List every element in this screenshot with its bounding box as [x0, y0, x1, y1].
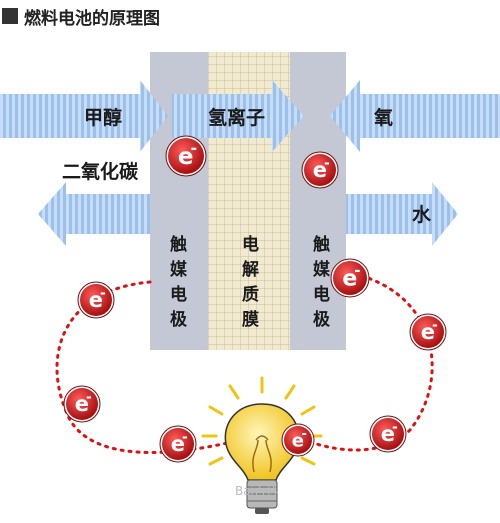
methanol-label: 甲醇	[84, 106, 122, 129]
electron-sign: -	[392, 420, 398, 436]
water-label: 水	[412, 204, 432, 226]
electron-sign: -	[182, 430, 188, 446]
electron-label: e	[381, 422, 395, 446]
hydrogen-ion-label: 氢离子	[208, 106, 265, 129]
co2-label: 二氧化碳	[62, 160, 139, 183]
page-title: 燃料电池的原理图	[24, 8, 160, 29]
electron-icon: e-	[281, 423, 315, 457]
light-bulb-icon	[201, 376, 323, 514]
electrolyte-char: 电	[242, 234, 259, 255]
electron-label: e	[75, 392, 89, 416]
right-catalyst-label: 触 媒 电 极	[312, 234, 331, 330]
electron-icon: e-	[301, 151, 339, 189]
electrolyte-char: 膜	[242, 309, 259, 330]
electron-icon: e-	[63, 385, 101, 423]
co2-arrow-icon	[38, 182, 150, 246]
circuit-right	[303, 270, 434, 452]
electron-sign: -	[302, 427, 307, 442]
oxygen-arrow-icon	[330, 80, 500, 152]
electron-icon: e-	[77, 281, 115, 319]
electron-sign: -	[432, 318, 438, 334]
electron-label: e	[292, 430, 304, 451]
title-square-icon	[2, 8, 18, 24]
left-catalyst-char: 媒	[170, 259, 188, 280]
title-bar: 燃料电池的原理图	[2, 2, 160, 30]
electrolyte-char: 解	[242, 259, 259, 280]
electron-icon: e-	[330, 258, 370, 298]
left-catalyst-char: 极	[170, 310, 187, 330]
left-catalyst-label: 触 媒 电 极	[169, 234, 188, 330]
electron-icon: e-	[369, 415, 407, 453]
electrons-group: e-e-e-e-e-e-e-e-e-	[63, 135, 447, 463]
left-catalyst-char: 电	[170, 284, 187, 305]
methanol-arrow-icon	[0, 80, 168, 152]
electron-icon: e-	[159, 425, 197, 463]
hydrogen-ion-arrow-icon	[172, 80, 304, 152]
electron-sign: -	[100, 286, 106, 302]
water-arrow-icon	[346, 182, 458, 246]
electron-sign: -	[324, 156, 330, 172]
electron-label: e	[421, 320, 435, 344]
right-catalyst-char: 媒	[313, 259, 331, 280]
right-catalyst-char: 电	[313, 284, 330, 305]
electron-sign: -	[354, 261, 360, 279]
electron-label: e	[171, 432, 185, 456]
electrolyte-char: 质	[242, 285, 259, 305]
electron-label: e	[178, 144, 194, 170]
electron-label: e	[342, 267, 357, 292]
electron-sign: -	[86, 390, 92, 406]
electron-label: e	[89, 288, 103, 312]
electrolyte-label: 电 解 质 膜	[242, 234, 259, 330]
electron-label: e	[313, 158, 327, 182]
watermark: Bai百科	[235, 484, 278, 498]
right-catalyst-char: 极	[313, 310, 330, 330]
right-catalyst-char: 触	[312, 234, 330, 255]
oxygen-label: 氧	[374, 106, 393, 129]
electron-icon: e-	[409, 313, 447, 351]
electron-icon: e-	[165, 135, 207, 177]
left-catalyst-char: 触	[169, 234, 187, 255]
electron-sign: -	[191, 138, 198, 157]
